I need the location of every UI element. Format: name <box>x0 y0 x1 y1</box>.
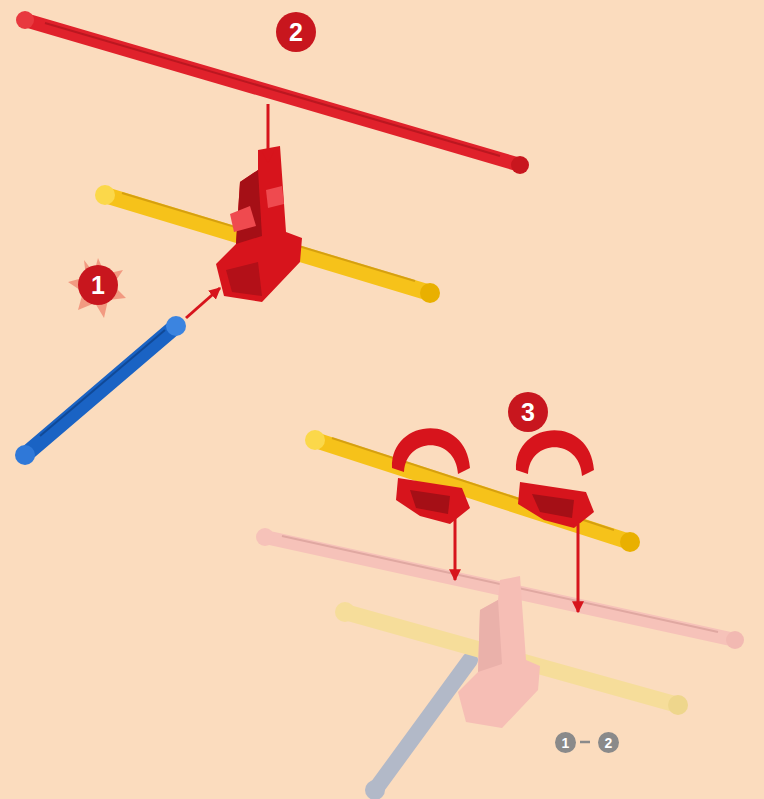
insert-arrow <box>186 288 220 318</box>
red-clip-connector <box>392 428 470 524</box>
red-clip-connector <box>516 430 594 528</box>
yellow-rod <box>305 430 640 552</box>
insert-arrow <box>454 516 457 580</box>
previous-assembly <box>256 528 744 799</box>
blue-rod <box>15 316 186 465</box>
star-burst <box>68 258 126 318</box>
callout-number: 2 <box>598 732 619 753</box>
callout-number: 1 <box>555 732 576 753</box>
insert-arrow <box>267 104 270 162</box>
insert-arrow <box>577 524 580 612</box>
range-dash <box>580 741 590 744</box>
red-corner-connector <box>216 146 302 302</box>
callout-number: 1 <box>78 265 118 305</box>
callout-number: 3 <box>508 392 548 432</box>
callout-number: 2 <box>276 12 316 52</box>
